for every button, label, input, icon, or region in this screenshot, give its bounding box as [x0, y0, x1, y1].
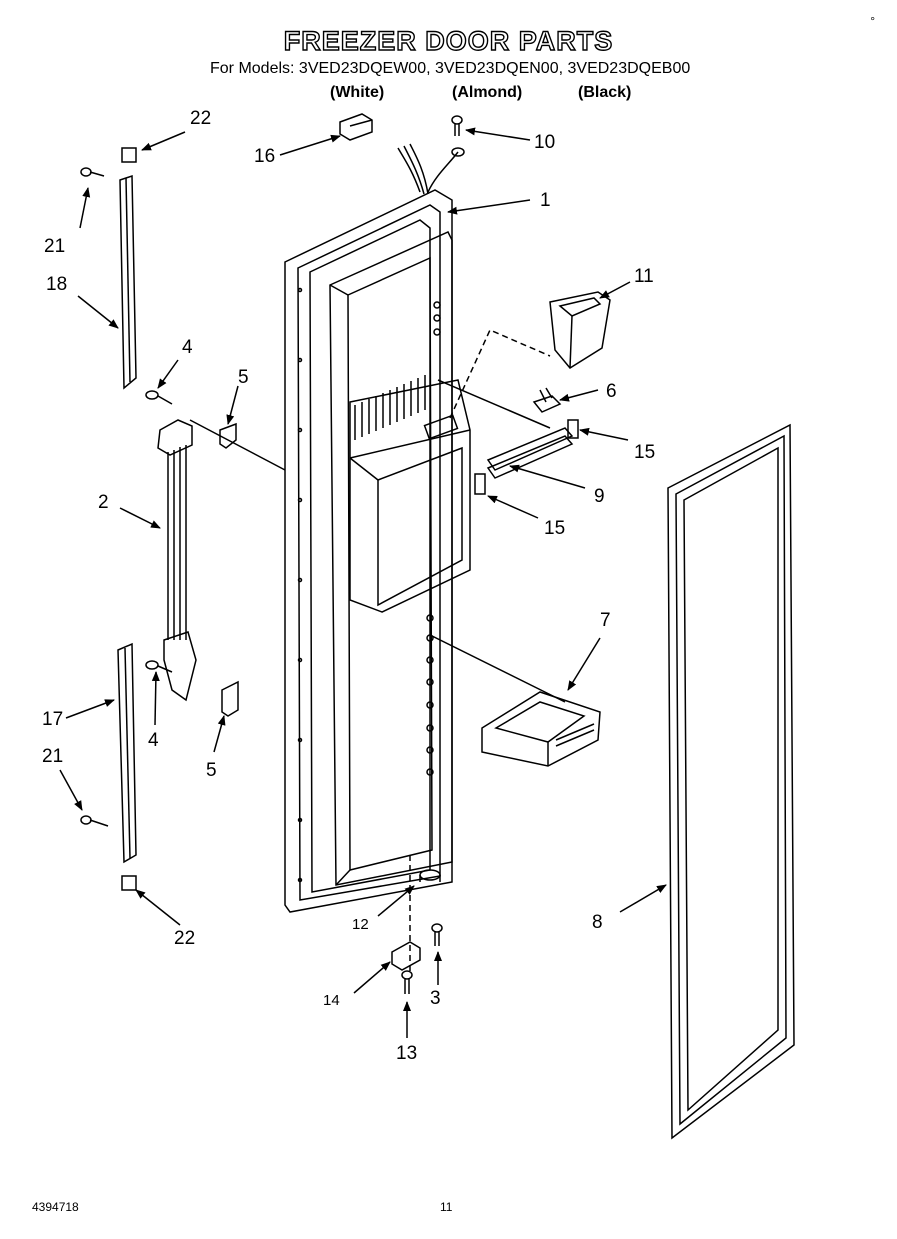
ice-chute-part-11	[449, 291, 611, 419]
color-white: (White)	[330, 84, 385, 101]
hinge-part-14	[391, 941, 421, 971]
screw-part-21-lower	[80, 815, 109, 827]
color-almond: (Almond)	[452, 84, 523, 101]
callout-18: 18	[46, 274, 67, 295]
callout-22-upper: 22	[190, 108, 211, 129]
callout-8: 8	[592, 912, 603, 933]
bracket-part-5-upper	[219, 422, 237, 449]
switch-part-6	[532, 387, 562, 413]
callout-5-lower: 5	[206, 760, 217, 781]
document-number: 4394718	[32, 1200, 79, 1214]
callout-labels: 1 2 3 4 4 5 5 6 7 8 9 10 11 12 13 14 15 …	[42, 108, 655, 1064]
model-black: 3VED23DQEB00	[567, 60, 691, 77]
callout-12: 12	[352, 916, 369, 933]
bushing-part-12	[419, 869, 441, 882]
callout-22-lower: 22	[174, 928, 195, 949]
clip-part-22-lower	[121, 875, 137, 891]
callout-3: 3	[430, 988, 441, 1009]
trim-part-17	[117, 642, 137, 891]
connector-part-16	[339, 113, 373, 141]
clip-part-15-lower	[474, 473, 486, 495]
freezer-door-panel	[284, 189, 471, 913]
dispenser-grille	[354, 375, 426, 440]
callout-17: 17	[42, 709, 63, 730]
callout-21-upper: 21	[44, 236, 65, 257]
callout-16: 16	[254, 146, 275, 167]
models-prefix: For Models:	[210, 60, 295, 77]
door-gasket-part-8	[667, 423, 795, 1140]
model-almond: 3VED23DQEN00	[434, 60, 559, 77]
screw-part-21-upper	[80, 167, 105, 177]
callout-9: 9	[594, 486, 605, 507]
callout-21-lower: 21	[42, 746, 63, 767]
callout-15-lower: 15	[544, 518, 565, 539]
callout-1: 1	[540, 190, 551, 211]
corner-mark: °	[870, 14, 875, 28]
callout-4-lower: 4	[148, 730, 159, 751]
wire-harness	[397, 143, 465, 195]
page-title: FREEZER DOOR PARTS	[283, 25, 614, 56]
trim-part-18	[119, 147, 137, 390]
bracket-part-5-lower	[221, 680, 239, 717]
clip-part-22-upper	[121, 147, 137, 163]
color-black: (Black)	[578, 84, 632, 101]
door-screw-holes	[297, 287, 441, 883]
callout-7: 7	[600, 610, 611, 631]
screw-part-4-lower	[145, 660, 173, 673]
model-list: For Models: 3VED23DQEW00, 3VED23DQEN00, …	[210, 60, 691, 77]
callout-2: 2	[98, 492, 109, 513]
callout-4-upper: 4	[182, 337, 193, 358]
callout-10: 10	[534, 132, 555, 153]
drip-tray-part-7	[481, 691, 601, 767]
callout-11: 11	[634, 266, 654, 287]
model-white: 3VED23DQEW00	[298, 60, 427, 77]
screw-part-4-upper	[145, 390, 173, 405]
screw-part-3	[431, 923, 443, 946]
screw-part-13	[401, 970, 413, 994]
rail-part-9	[486, 427, 574, 479]
callout-15-upper: 15	[634, 442, 655, 463]
callout-5-upper: 5	[238, 367, 249, 388]
screw-part-10	[451, 115, 463, 136]
clip-part-15-upper	[567, 419, 579, 439]
callout-arrows	[59, 127, 667, 1038]
callout-14: 14	[323, 992, 340, 1009]
callout-13: 13	[396, 1043, 417, 1064]
callout-6: 6	[606, 381, 617, 402]
page-number: 11	[440, 1200, 453, 1214]
handle-part-2	[157, 419, 197, 702]
